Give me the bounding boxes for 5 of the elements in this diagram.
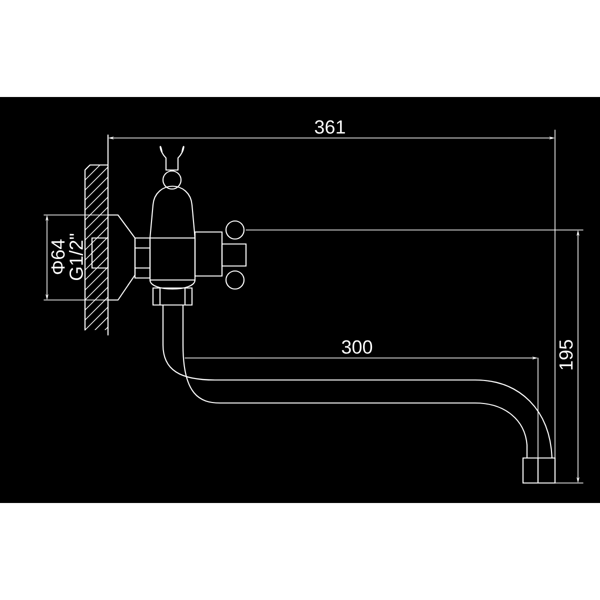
dimension-label: G1/2" [69, 234, 83, 280]
dimension-label: Φ64 [51, 239, 65, 274]
dimension-label: 300 [342, 340, 372, 354]
dimension-label: 361 [314, 120, 345, 134]
dimension-label: 195 [559, 340, 573, 370]
